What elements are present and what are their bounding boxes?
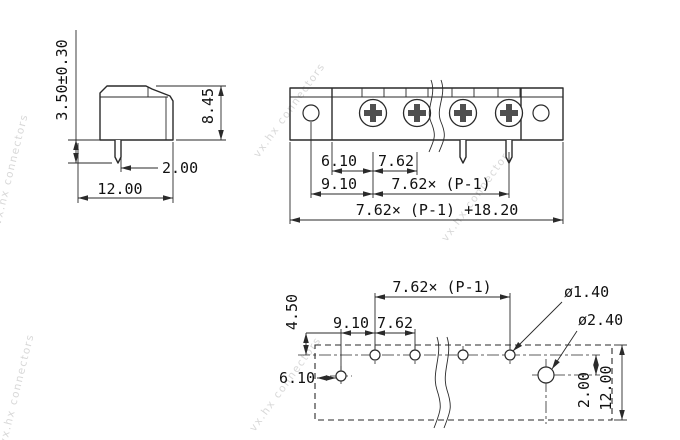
front-view-break-lines: [428, 79, 445, 153]
pin-hole-2: [409, 349, 421, 361]
dim-front-total-width: 7.62× (P-1) +18.20: [356, 201, 519, 219]
side-view-pin: [114, 140, 122, 164]
dim-front-edge-to-pin1: 6.10: [321, 152, 357, 170]
dim-footprint-hole-to-pin1: 9.10: [333, 314, 369, 332]
side-view-dimension-lines: [68, 30, 226, 203]
front-view: 6.10 7.62 9.10 7.62× (P-1) 7.62× (P-1) +…: [289, 79, 564, 224]
dim-footprint-mount-hole-dia: ø2.40: [578, 311, 623, 329]
pin-hole-1: [369, 349, 381, 361]
screw-terminal-4: [494, 98, 524, 128]
dim-side-pin-length: 3.50±0.30: [53, 39, 71, 120]
dim-side-height: 8.45: [199, 88, 217, 124]
mount-hole-right: [537, 366, 555, 384]
dim-front-hole-to-pin1: 9.10: [321, 175, 357, 193]
dim-footprint-pitch-span: 7.62× (P-1): [392, 278, 491, 296]
dim-side-pin-offset: 2.00: [162, 159, 198, 177]
watermarks: vx.hx connectors vx.hx connectors vx.hx …: [0, 61, 516, 440]
footprint-break-lines: [433, 336, 451, 429]
dim-footprint-pitch: 7.62: [377, 314, 413, 332]
watermark-text: vx.hx connectors: [0, 332, 37, 440]
mount-hole-left: [335, 370, 347, 382]
pin-hole-4: [504, 349, 516, 361]
mount-ear-hole-right: [532, 104, 550, 122]
pin-hole-3: [457, 349, 469, 361]
side-view-outline: [99, 85, 174, 141]
mount-ear-hole-left: [302, 104, 320, 122]
dim-footprint-row-offset: 4.50: [283, 294, 301, 330]
footprint-outline: [314, 344, 613, 421]
dim-footprint-pin-hole-dia: ø1.40: [564, 283, 609, 301]
watermark-text: vx.hx connectors: [0, 112, 31, 226]
footprint-dimension-lines: [303, 293, 627, 421]
front-view-pin-3: [459, 140, 467, 164]
dim-footprint-edge-to-hole: 6.10: [279, 369, 315, 387]
screw-terminal-3: [448, 98, 478, 128]
dim-front-pitch-span: 7.62× (P-1): [391, 175, 490, 193]
dim-side-depth: 12.00: [97, 180, 142, 198]
screw-terminal-2: [402, 98, 432, 128]
screw-terminal-1: [358, 98, 388, 128]
side-view: 3.50±0.30 8.45 2.00 12.00: [53, 30, 226, 203]
dim-front-pitch: 7.62: [378, 152, 414, 170]
front-view-dimension-lines: [289, 122, 564, 224]
dim-footprint-hole-row-offset: 2.00: [575, 372, 593, 408]
footprint-view: 7.62× (P-1) 4.50 9.10 7.62 6.10 ø1.40 ø2…: [279, 278, 627, 429]
dim-footprint-depth: 12.00: [597, 365, 615, 410]
